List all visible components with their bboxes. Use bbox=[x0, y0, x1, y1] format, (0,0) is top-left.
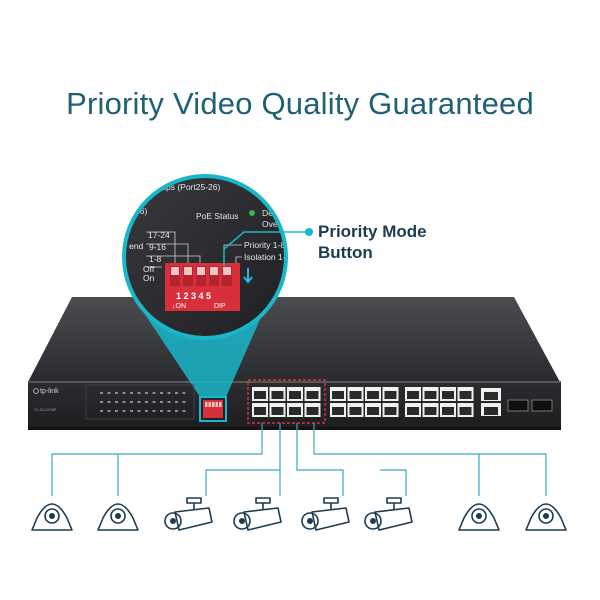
dip-slot bbox=[222, 266, 232, 286]
isolation-label: Isolation 1-24 bbox=[244, 252, 295, 262]
model-label: TL-SL1226P bbox=[34, 407, 57, 412]
dome-camera-icon bbox=[31, 503, 73, 531]
dip-slot bbox=[183, 266, 193, 286]
callout-leader bbox=[223, 231, 309, 266]
speed-label-partial: 26) bbox=[135, 206, 147, 216]
dome-camera-icon bbox=[97, 503, 139, 531]
dip-toggle bbox=[171, 267, 179, 275]
dip-toggle bbox=[210, 267, 218, 275]
gigabit-ports bbox=[481, 388, 501, 416]
dip-toggle bbox=[184, 267, 192, 275]
dip-toggle bbox=[223, 267, 231, 275]
brand-logo: tp-link bbox=[40, 388, 59, 395]
group-label-17-24: 17-24 bbox=[148, 230, 170, 240]
group-label-1-8: 1-8 bbox=[149, 254, 162, 264]
dome-camera-icon bbox=[458, 503, 500, 531]
ethernet-ports bbox=[252, 387, 474, 417]
dip-slot bbox=[209, 266, 219, 286]
sfp-slots bbox=[507, 399, 553, 412]
speed-label: 100Mbps (Port25-26) bbox=[140, 182, 220, 192]
poe-status-label: PoE Status bbox=[196, 211, 239, 221]
camera-row bbox=[31, 497, 567, 531]
dip-slot bbox=[170, 266, 180, 286]
priority-mode-callout: Priority Mode Button bbox=[318, 221, 427, 263]
poe-led bbox=[249, 210, 255, 216]
callout-line-2: Button bbox=[318, 243, 373, 262]
arrow-down-icon bbox=[243, 268, 253, 284]
dip-slot bbox=[196, 266, 206, 286]
dip-on-label: ↓ON bbox=[172, 303, 186, 310]
callout-line-1: Priority Mode bbox=[318, 222, 427, 241]
end-label: end bbox=[129, 241, 143, 251]
off-label: Off bbox=[143, 264, 155, 274]
poe-deliver-label: Deli bbox=[262, 208, 277, 218]
dip-numbers: 1 2 3 4 5 bbox=[176, 291, 211, 301]
switch-front-panel: tp-link TL-SL1226P bbox=[33, 384, 553, 420]
dip-switch-small bbox=[203, 400, 223, 418]
dome-camera-icon bbox=[525, 503, 567, 531]
on-label: On bbox=[143, 273, 155, 283]
group-label-9-16: 9-16 bbox=[149, 242, 166, 252]
bullet-camera-icon bbox=[164, 497, 213, 531]
bullet-camera-icon bbox=[364, 497, 413, 531]
bullet-camera-icon bbox=[233, 497, 282, 531]
connection-lines bbox=[51, 423, 547, 496]
dip-label: DIP bbox=[214, 303, 226, 310]
poe-over-label: Over P bbox=[262, 219, 289, 229]
dip-toggle bbox=[197, 267, 205, 275]
bullet-camera-icon bbox=[301, 497, 350, 531]
dip-switch-zoom: 100Mbps (Port25-26) 26) PoE Status Deli … bbox=[122, 174, 295, 340]
led-panel bbox=[85, 384, 195, 420]
headline: Priority Video Quality Guaranteed bbox=[66, 86, 534, 121]
priority-label: Priority 1-8 bbox=[244, 240, 285, 250]
